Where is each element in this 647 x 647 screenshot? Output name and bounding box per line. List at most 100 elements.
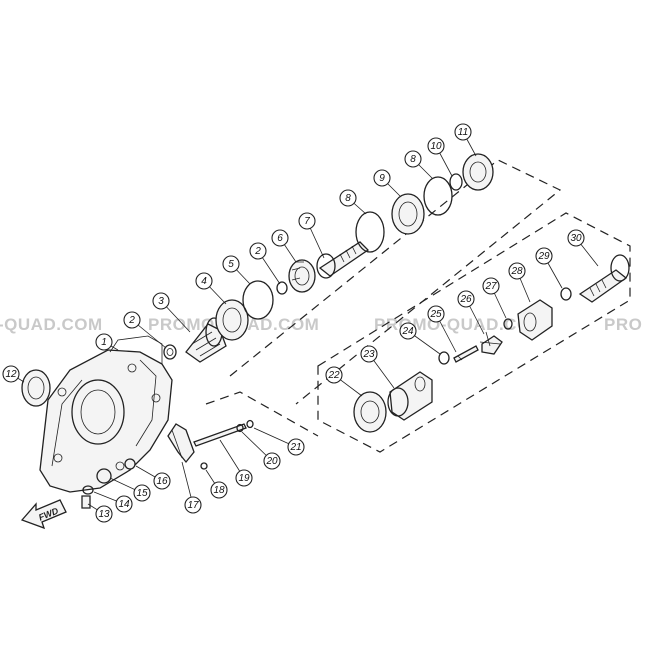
callout-circle (325, 366, 343, 384)
callout-part-14: 14 (115, 495, 133, 513)
callout-part-18: 18 (210, 481, 228, 499)
ring-part-2-lower (163, 344, 177, 360)
ring-part-27 (503, 318, 513, 330)
callout-number: 11 (458, 127, 468, 138)
callout-number: 7 (304, 216, 310, 227)
callout-circle (152, 292, 170, 310)
needle-bearing-part-6 (288, 259, 316, 293)
bolt-part-13 (81, 495, 91, 509)
callout-part-16: 16 (153, 472, 171, 490)
callout-number: 8 (410, 154, 416, 165)
pin-part-18 (200, 462, 208, 470)
callout-circle (567, 229, 585, 247)
callout-number: 26 (459, 294, 472, 305)
callout-part-4: 4 (195, 272, 213, 290)
ring-part-8-lower (355, 211, 385, 253)
callout-number: 21 (289, 442, 301, 453)
callout-part-22: 22 (325, 366, 343, 384)
callout-part-10: 10 (427, 137, 445, 155)
callout-number: 24 (401, 326, 414, 337)
callout-part-8: 8 (404, 150, 422, 168)
pin-part-21 (246, 419, 254, 429)
callout-circle (427, 137, 445, 155)
callout-circle (339, 189, 357, 207)
callout-part-19: 19 (235, 469, 253, 487)
callout-number: 18 (213, 485, 225, 496)
callout-part-12: 12 (2, 365, 20, 383)
callout-part-21: 21 (287, 438, 305, 456)
callout-number: 12 (5, 369, 17, 380)
callout-number: 4 (201, 276, 207, 287)
shaft-part-7 (316, 241, 370, 279)
callout-number: 22 (327, 370, 340, 381)
callout-part-15: 15 (133, 484, 151, 502)
callout-circle (454, 123, 472, 141)
bolt-part-25 (453, 345, 479, 363)
callout-circle (95, 505, 113, 523)
callout-number: 6 (277, 233, 283, 244)
bushing-part-15 (96, 468, 112, 484)
callout-circle (153, 472, 171, 490)
callout-circle (133, 484, 151, 502)
callout-number: 17 (187, 500, 199, 511)
callout-part-6: 6 (271, 229, 289, 247)
callout-circle (404, 150, 422, 168)
callout-number: 20 (265, 456, 278, 467)
ring-part-20 (236, 423, 244, 433)
ring-part-8-upper (423, 176, 453, 216)
seal-part-11 (462, 153, 494, 191)
callout-number: 8 (345, 193, 351, 204)
seal-part-12 (21, 369, 51, 407)
callout-circle (195, 272, 213, 290)
callout-number: 2 (128, 315, 135, 326)
callout-number: 28 (510, 266, 523, 277)
callout-circle (508, 262, 526, 280)
callout-part-9: 9 (373, 169, 391, 187)
output-shaft-part-30 (578, 254, 630, 303)
forward-direction-arrow-icon: FWD (20, 499, 67, 530)
callout-circle (2, 365, 20, 383)
callout-part-2: 2 (249, 242, 267, 260)
callout-number: 10 (430, 141, 442, 152)
callout-number: 19 (238, 473, 250, 484)
callout-circle (222, 255, 240, 273)
callout-circle (271, 229, 289, 247)
shift-rod-part-19 (193, 423, 247, 447)
callout-number: 9 (379, 173, 385, 184)
callout-part-13: 13 (95, 505, 113, 523)
callout-circle (298, 212, 316, 230)
ring-part-10 (449, 173, 463, 191)
callout-number: 16 (156, 476, 168, 487)
watermark-center-right: PROMO-QUAD.COM (374, 315, 545, 334)
callout-circle (373, 169, 391, 187)
dashed-group-lower-box (317, 212, 631, 453)
dashed-group-bottom-line (205, 391, 319, 437)
seal-part-22 (353, 391, 387, 433)
callout-circle (399, 322, 417, 340)
universal-joint-part-26 (479, 331, 503, 355)
callout-circle (115, 495, 133, 513)
callout-part-29: 29 (535, 247, 553, 265)
yoke-part-28 (517, 299, 553, 341)
yoke-part-23 (387, 371, 433, 421)
callout-part-2: 2 (123, 311, 141, 329)
dashed-group-upper (229, 159, 562, 405)
ring-part-29 (560, 287, 572, 301)
housing-part-1 (39, 335, 173, 493)
callout-circle (263, 452, 281, 470)
callout-part-8: 8 (339, 189, 357, 207)
callout-part-11: 11 (454, 123, 472, 141)
callout-part-26: 26 (457, 290, 475, 308)
callout-number: 13 (98, 509, 110, 520)
callout-bubbles: 1223456788910111213141516171819202122232… (2, 123, 585, 523)
callout-circle (287, 438, 305, 456)
watermark-right: PRO (604, 315, 642, 334)
callout-circle (249, 242, 267, 260)
callout-number: 3 (158, 296, 164, 307)
callout-number: 15 (136, 488, 148, 499)
bearing-part-4 (215, 299, 249, 341)
plug-part-16 (124, 458, 136, 470)
callout-part-1: 1 (95, 333, 113, 351)
callout-part-7: 7 (298, 212, 316, 230)
callout-number: 25 (429, 309, 442, 320)
